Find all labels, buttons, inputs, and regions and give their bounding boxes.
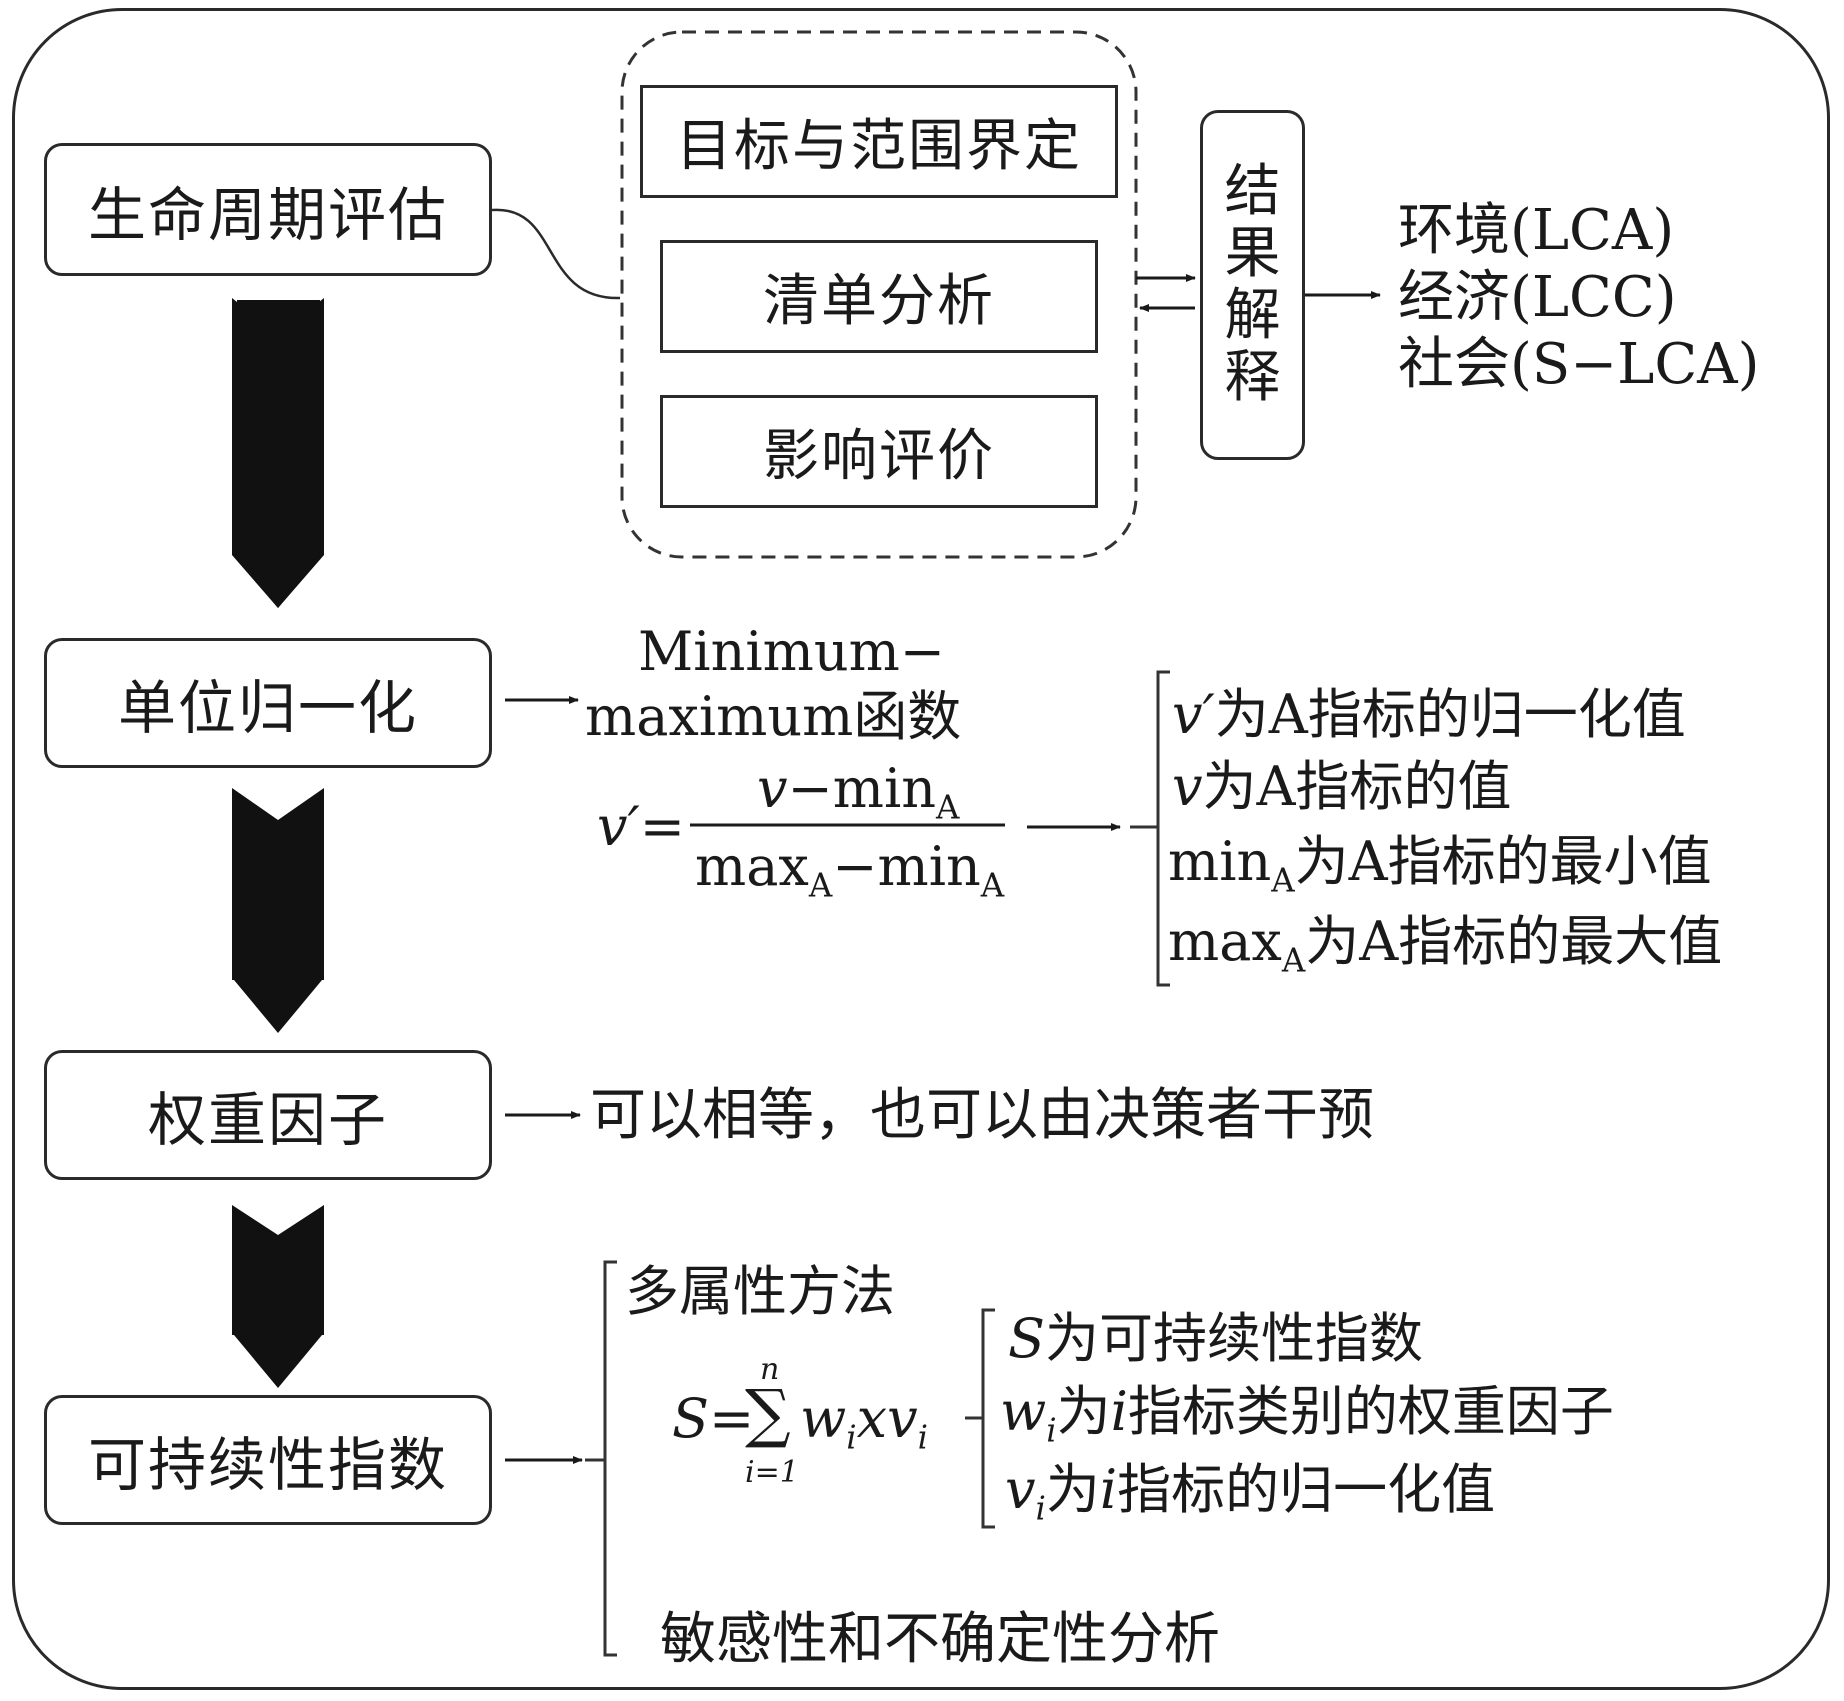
norm-def-4: maxA为A指标的最大值 [1168, 915, 1722, 977]
norm-def-3: minA为A指标的最小值 [1168, 835, 1712, 897]
norm-def-2-text: 为A指标的值 [1202, 755, 1512, 818]
norm-formula-lhs-text: v′= [597, 795, 686, 858]
index-formula-lhs-text: S= [672, 1387, 755, 1450]
norm-method-line1: Minimum− [638, 620, 946, 683]
interp-char-2: 果 [1224, 221, 1281, 286]
index-brace [585, 1260, 617, 1657]
index-def-2-mid: 为 [1056, 1380, 1111, 1443]
index-def-2: wi为i指标类别的权重因子 [1000, 1385, 1614, 1447]
phase-goal-scope: 目标与范围界定 [640, 85, 1118, 198]
index-def-2-sub: i [1046, 1411, 1057, 1450]
stage-index-label: 可持续性指数 [87, 1431, 448, 1499]
norm-def-4-text: 为A指标的最大值 [1305, 910, 1723, 973]
interp-char-1: 结 [1224, 159, 1281, 224]
stage-normalization-label: 单位归一化 [117, 674, 418, 742]
sigma-lower: i=1 [745, 1455, 799, 1490]
down-arrow-3 [232, 1205, 324, 1388]
index-def-brace [965, 1308, 995, 1529]
index-formula-upper: n [760, 1355, 779, 1385]
norm-formula-denominator: maxA−minA [695, 840, 1004, 902]
index-def-3-var: v [1005, 1458, 1036, 1521]
index-method: 多属性方法 [625, 1260, 895, 1323]
stage-lca: 生命周期评估 [44, 143, 492, 276]
phase-impact: 影响评价 [660, 395, 1098, 508]
norm-def-4-sub: A [1281, 941, 1306, 980]
den-sub1: A [808, 866, 833, 905]
rhs-w: w [800, 1387, 847, 1450]
index-def-1-text: 为可持续性指数 [1045, 1307, 1423, 1370]
stage-lca-label: 生命周期评估 [87, 180, 448, 249]
index-formula-lhs: S= [672, 1392, 754, 1446]
rhs-x: x [856, 1387, 888, 1450]
norm-formula-lhs: v′= [597, 800, 685, 854]
rhs-v-sub: i [917, 1418, 928, 1457]
index-def-3-sub: i [1035, 1489, 1046, 1528]
norm-def-1-var: v′ [1172, 683, 1215, 746]
index-def-3-text: 指标的归一化值 [1117, 1458, 1496, 1521]
index-def-1-var: S [1008, 1307, 1045, 1370]
index-def-3-i: i [1099, 1458, 1118, 1521]
num-op: −min [787, 757, 937, 820]
den-op: −min [832, 835, 981, 898]
norm-def-4-var: max [1168, 910, 1282, 973]
index-def-2-var: w [1000, 1380, 1047, 1443]
norm-def-1: v′为A指标的归一化值 [1172, 688, 1686, 742]
lca-connector [491, 208, 621, 300]
rhs-v: v [887, 1387, 918, 1450]
den-sub2: A [980, 866, 1005, 905]
norm-def-3-var: min [1168, 830, 1272, 893]
num-v: v [757, 757, 788, 820]
stage-normalization: 单位归一化 [44, 638, 492, 768]
phase-goal-scope-label: 目标与范围界定 [676, 114, 1082, 179]
phase-inventory-label: 清单分析 [763, 269, 995, 334]
output-econ: 经济(LCC) [1398, 265, 1677, 330]
stage-weighting: 权重因子 [44, 1050, 492, 1180]
norm-formula-numerator: v−minA [757, 762, 959, 824]
output-social: 社会(S−LCA) [1398, 332, 1760, 397]
outer-frame [12, 8, 1830, 1690]
stage-weighting-label: 权重因子 [147, 1086, 388, 1154]
weighting-note: 可以相等，也可以由决策者干预 [590, 1083, 1374, 1148]
output-env: 环境(LCA) [1398, 198, 1675, 263]
sigma-symbol: ∑ [745, 1377, 791, 1451]
num-sub: A [936, 788, 960, 827]
norm-def-3-text: 为A指标的最小值 [1294, 830, 1712, 893]
phase-impact-label: 影响评价 [763, 424, 995, 489]
rhs-w-sub: i [846, 1418, 857, 1457]
norm-brace [1130, 670, 1170, 987]
norm-def-3-sub: A [1271, 861, 1295, 900]
stage-index: 可持续性指数 [44, 1395, 492, 1525]
index-analysis: 敏感性和不确定性分析 [660, 1607, 1220, 1672]
interp-char-3: 解 [1224, 283, 1281, 348]
index-def-1: S为可持续性指数 [1008, 1312, 1423, 1366]
den-max: max [695, 835, 809, 898]
phase-inventory: 清单分析 [660, 240, 1098, 353]
index-def-3: vi为i指标的归一化值 [1005, 1463, 1495, 1525]
norm-method-line2: maximum函数 [585, 685, 962, 748]
down-arrow-1 [232, 298, 324, 608]
index-def-2-text: 指标类别的权重因子 [1127, 1380, 1614, 1443]
interp-char-4: 释 [1224, 345, 1281, 410]
interpretation-box: 结 果 解 释 [1200, 110, 1305, 460]
index-def-3-mid: 为 [1045, 1458, 1100, 1521]
index-formula-rhs: wixvi [800, 1392, 928, 1454]
interpretation-text: 结 果 解 释 [1225, 161, 1281, 409]
norm-def-1-text: 为A指标的归一化值 [1214, 683, 1686, 746]
norm-def-2: v为A指标的值 [1172, 760, 1512, 814]
norm-def-2-var: v [1172, 755, 1203, 818]
index-formula-sigma: ∑ [745, 1382, 791, 1446]
index-formula-lower: i=1 [745, 1458, 799, 1488]
lca-phase-group [620, 30, 1138, 559]
index-def-2-i: i [1110, 1380, 1128, 1443]
down-arrow-2 [232, 788, 324, 1033]
sigma-upper: n [760, 1352, 780, 1387]
